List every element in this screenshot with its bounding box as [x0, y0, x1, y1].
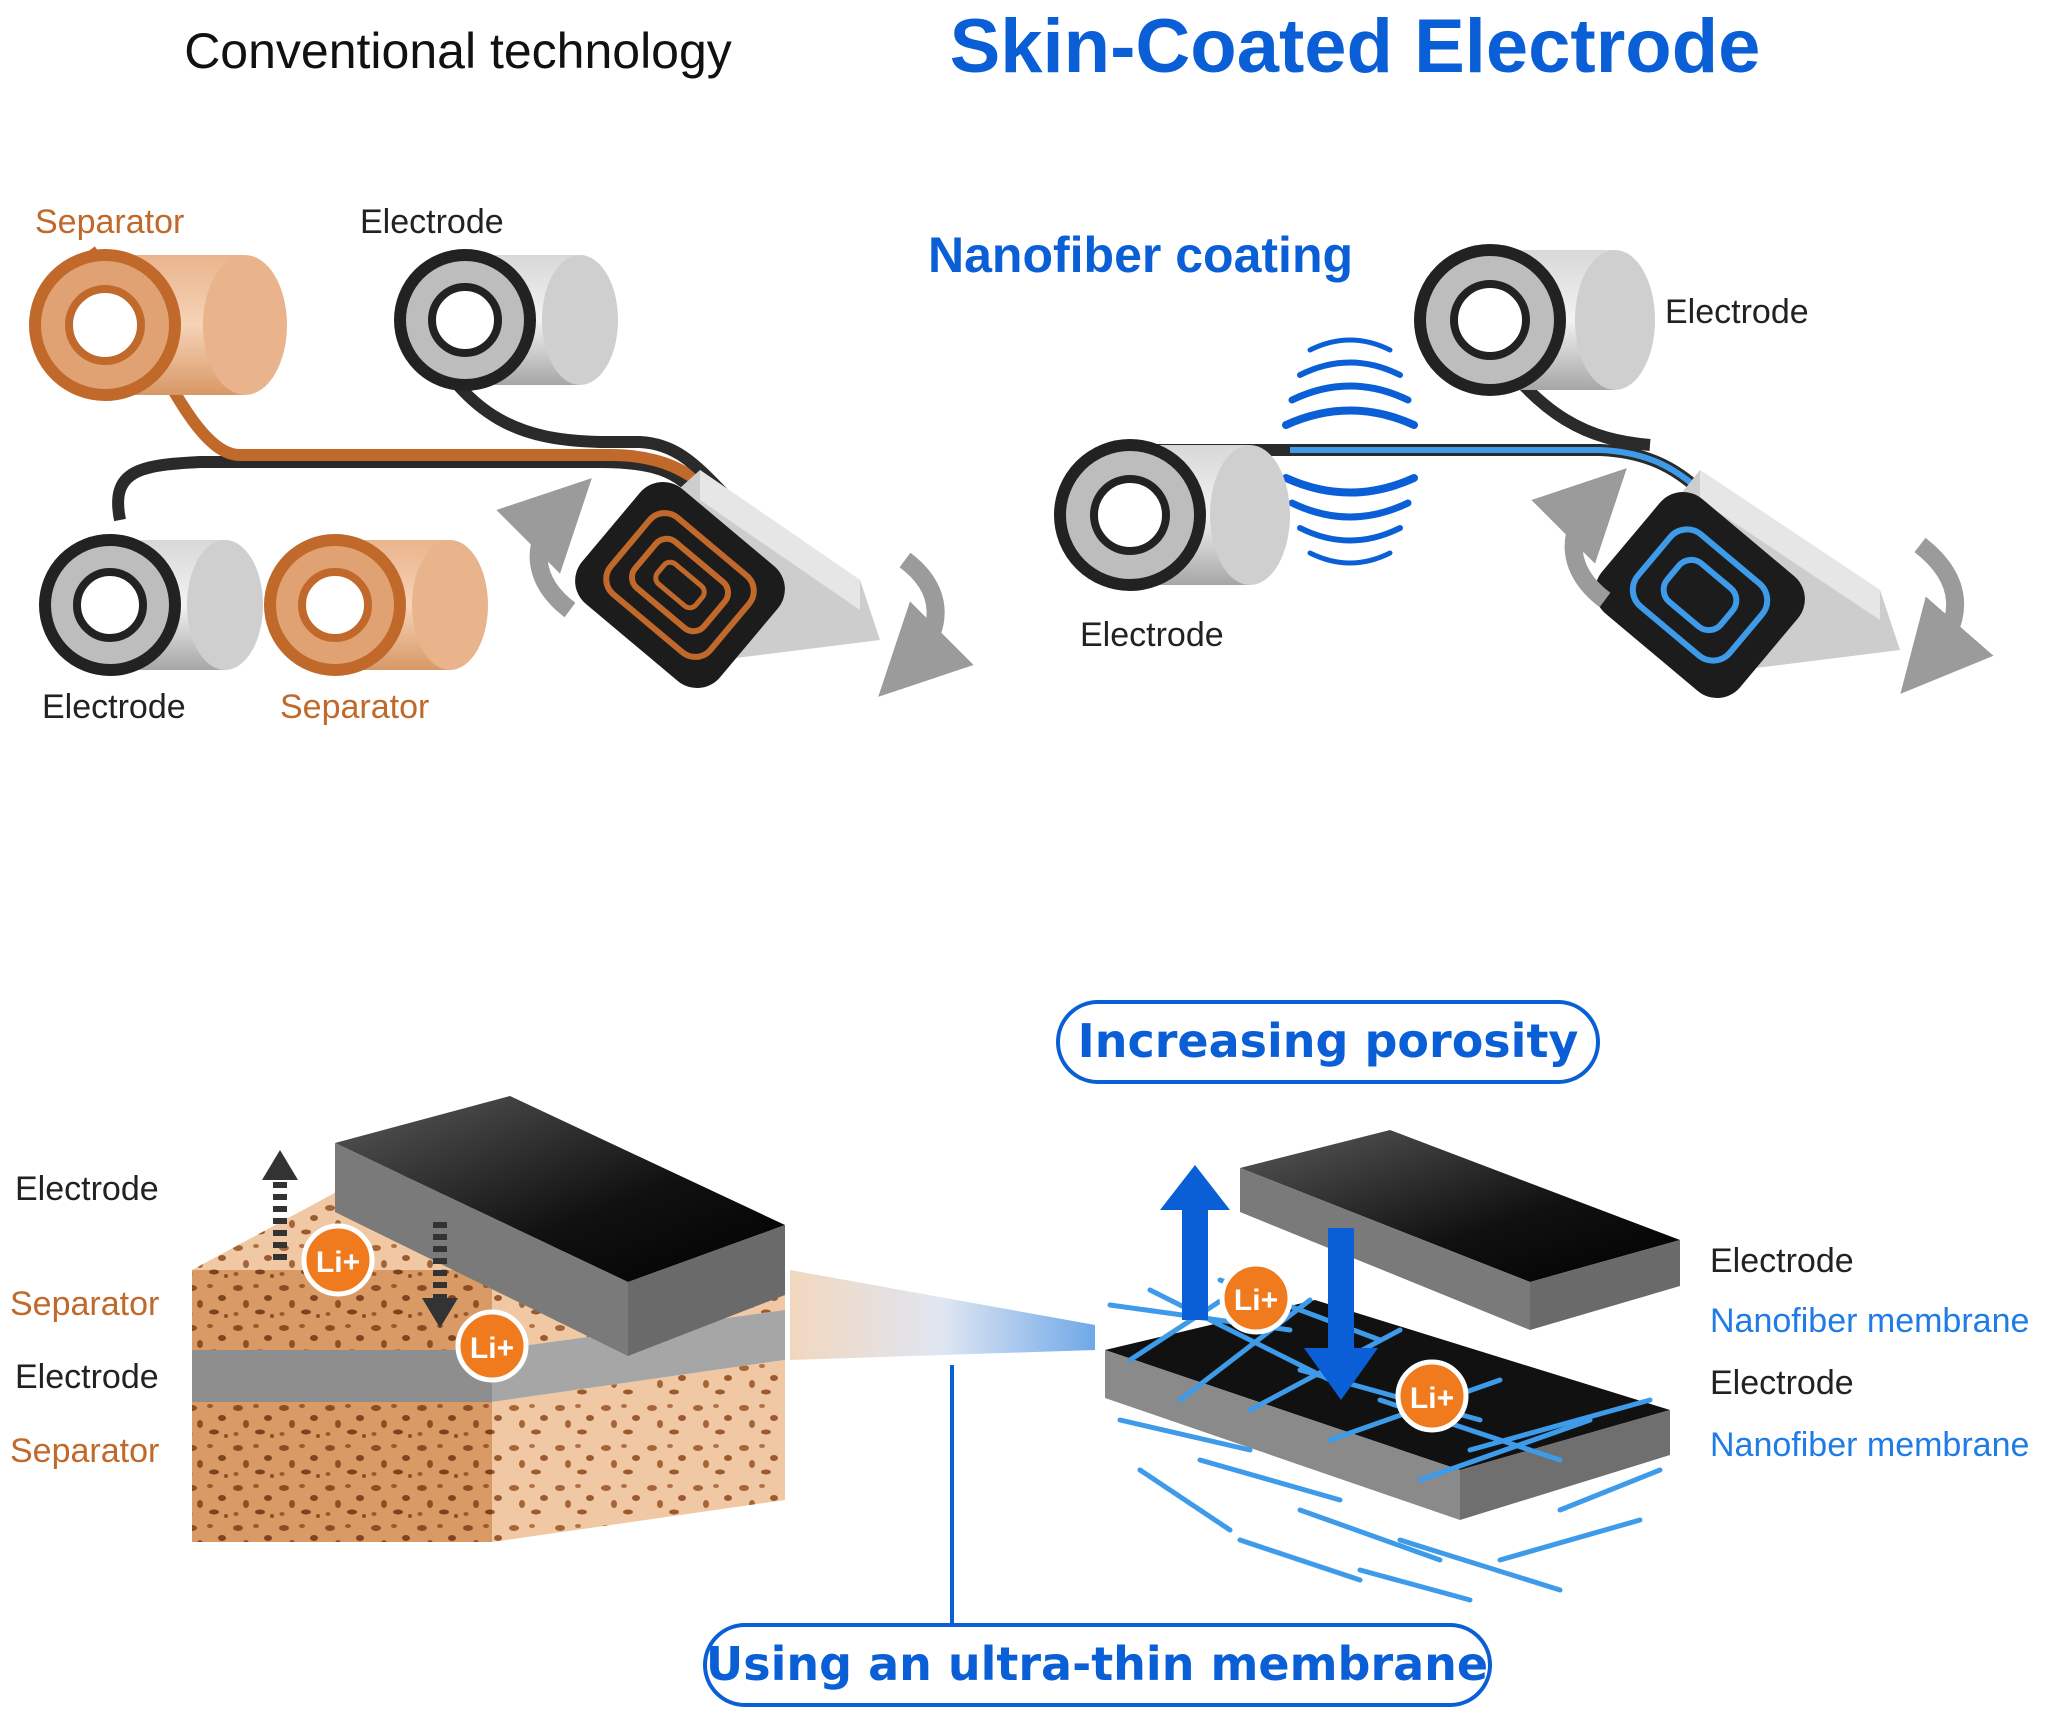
- conventional-title: Conventional technology: [184, 23, 732, 79]
- ion-flow-arrow-icon: [422, 1222, 458, 1328]
- label-electrode-bottom-coated: Electrode: [1080, 616, 1224, 654]
- callout-membrane: Using an ultra-thin membrane: [703, 1623, 1492, 1707]
- electrode-roll-top: [394, 249, 618, 391]
- stack-label-electrode-2: Electrode: [15, 1358, 159, 1396]
- callout-porosity: Increasing porosity: [1056, 1000, 1600, 1084]
- lithium-ion-icon: Li+: [301, 1223, 375, 1297]
- stack-top-electrode-plate: [335, 1096, 785, 1282]
- label-separator-top: Separator: [35, 203, 184, 241]
- conventional-stack-diagram: Li+ Li+ Electrode Separator Electrode Se…: [10, 1096, 785, 1542]
- conventional-winding-diagram: Separator Electrode Electrode Separator: [29, 203, 974, 726]
- svg-text:Li+: Li+: [1234, 1284, 1278, 1317]
- callout-porosity-text: Increasing porosity: [1078, 1014, 1579, 1068]
- wound-cell-conventional: [575, 470, 880, 689]
- rotation-arrow-icon: [1531, 468, 1627, 608]
- electrode-roll-left-coated: [1054, 439, 1290, 591]
- skin-coated-winding-diagram: Nanofiber coating: [928, 227, 1994, 699]
- lithium-ion-icon: Li+: [1395, 1359, 1469, 1433]
- separator-roll-top: [29, 249, 287, 401]
- nanofiber-top-electrode-plate: [1240, 1130, 1680, 1282]
- skin-coated-title: Skin-Coated Electrode: [950, 4, 1761, 89]
- electrode-roll-top-coated: [1414, 244, 1655, 396]
- nf-label-membrane-1: Nanofiber membrane: [1710, 1302, 2029, 1340]
- nanofiber-coating-label: Nanofiber coating: [928, 227, 1353, 283]
- rotation-arrow-icon: [878, 552, 974, 697]
- svg-text:Li+: Li+: [316, 1246, 360, 1279]
- ion-flow-arrow-icon: [1160, 1165, 1230, 1320]
- label-electrode-top-coated: Electrode: [1665, 293, 1809, 331]
- nanofiber-stack-diagram: Li+ Li+ Electrode Nanofiber membrane Ele…: [1105, 1130, 2029, 1603]
- svg-text:Li+: Li+: [1410, 1382, 1454, 1415]
- nf-label-membrane-2: Nanofiber membrane: [1710, 1426, 2029, 1464]
- nf-label-electrode-1: Electrode: [1710, 1242, 1854, 1280]
- electrode-roll-bottom: [39, 534, 263, 676]
- stack-label-separator-2: Separator: [10, 1432, 159, 1470]
- wound-cell-coated: [1595, 470, 1900, 699]
- lithium-ion-icon: Li+: [455, 1309, 529, 1383]
- separator-roll-bottom: [264, 534, 488, 676]
- nanofiber-spray-icon: [1282, 337, 1418, 566]
- callout-membrane-text: Using an ultra-thin membrane: [706, 1637, 1488, 1691]
- svg-text:Li+: Li+: [470, 1332, 514, 1365]
- stack-label-electrode-1: Electrode: [15, 1170, 159, 1208]
- connector-bridge: [790, 1270, 1095, 1360]
- ion-flow-arrow-icon: [262, 1150, 298, 1260]
- lithium-ion-icon: Li+: [1219, 1261, 1293, 1335]
- ion-flow-arrow-icon: [1304, 1228, 1378, 1400]
- rotation-arrow-icon: [1900, 537, 1994, 694]
- electrode-strip-lower: [112, 456, 705, 522]
- stack-label-separator-1: Separator: [10, 1285, 159, 1323]
- rotation-arrow-icon: [496, 478, 592, 618]
- label-separator-bottom: Separator: [280, 688, 429, 726]
- label-electrode-bottom: Electrode: [42, 688, 186, 726]
- nf-label-electrode-2: Electrode: [1710, 1364, 1854, 1402]
- stack-electrode-front: [192, 1350, 492, 1402]
- stack-separator-front-bottom: [192, 1402, 492, 1542]
- label-electrode-top: Electrode: [360, 203, 504, 241]
